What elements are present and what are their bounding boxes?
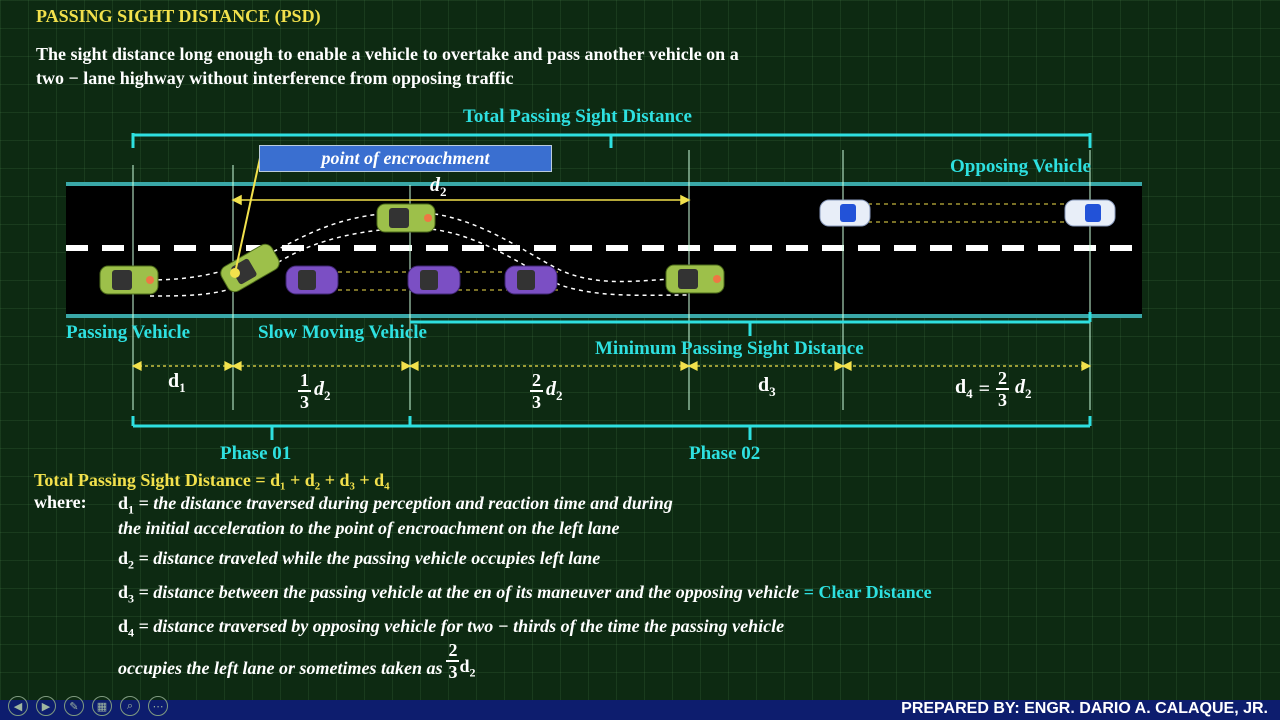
prev-slide-icon[interactable]: ◀ xyxy=(8,696,28,716)
d1-label: d1 xyxy=(168,370,186,395)
pen-icon[interactable]: ✎ xyxy=(64,696,84,716)
slow-vehicle-1 xyxy=(285,265,339,295)
encroachment-label: point of encroachment xyxy=(259,145,552,172)
d4-definition-cont: occupies the left lane or sometimes take… xyxy=(118,640,476,682)
minimum-psd-label: Minimum Passing Sight Distance xyxy=(595,338,864,359)
slide-nav: ◀ ▶ ✎ ▦ ⌕ ⋯ xyxy=(8,696,168,716)
slow-vehicle-2 xyxy=(407,265,461,295)
next-slide-icon[interactable]: ▶ xyxy=(36,696,56,716)
opposing-vehicle-label: Opposing Vehicle xyxy=(950,156,1091,177)
d1-definition-cont: the initial acceleration to the point of… xyxy=(118,518,620,538)
more-icon[interactable]: ⋯ xyxy=(148,696,168,716)
passing-vehicle-4 xyxy=(665,264,725,294)
total-psd-label: Total Passing Sight Distance xyxy=(463,106,692,127)
d3-label: d3 xyxy=(758,374,776,399)
opposing-vehicle-1 xyxy=(819,199,871,227)
passing-vehicle-3 xyxy=(376,203,436,233)
d1-definition: d1 = the distance traversed during perce… xyxy=(118,493,673,517)
d2-top-label: d2 xyxy=(430,174,447,199)
total-bracket xyxy=(131,133,1092,148)
phase-bracket xyxy=(131,416,1092,440)
dimension-arrows xyxy=(131,361,1092,371)
footer-credit: PREPARED BY: ENGR. DARIO A. CALAQUE, JR. xyxy=(901,700,1268,717)
page-title: PASSING SIGHT DISTANCE (PSD) xyxy=(36,6,321,26)
definition-text: The sight distance long enough to enable… xyxy=(36,44,739,88)
passing-vehicle-1 xyxy=(99,265,159,295)
phase-02-label: Phase 02 xyxy=(689,443,761,464)
clear-distance-label: Clear Distance xyxy=(818,582,932,602)
d4-definition: d4 = distance traversed by opposing vehi… xyxy=(118,616,785,640)
d3-definition: d3 = distance between the passing vehicl… xyxy=(118,582,932,606)
slides-icon[interactable]: ▦ xyxy=(92,696,112,716)
minimum-bracket xyxy=(410,312,1092,336)
d2-arrow xyxy=(231,194,691,206)
footer-bar xyxy=(0,700,1280,720)
road xyxy=(66,182,1142,318)
slow-vehicle-label: Slow Moving Vehicle xyxy=(258,322,427,343)
zoom-icon[interactable]: ⌕ xyxy=(120,696,140,716)
opposing-vehicle-2 xyxy=(1064,199,1116,227)
where-label: where: xyxy=(34,492,87,512)
total-psd-formula: Total Passing Sight Distance = d₁ + d₂ +… xyxy=(34,470,390,490)
psd-diagram xyxy=(66,133,1142,440)
passing-vehicle-2 xyxy=(220,243,280,293)
slow-vehicle-3 xyxy=(504,265,558,295)
d2-definition: d2 = distance traveled while the passing… xyxy=(118,548,601,572)
phase-01-label: Phase 01 xyxy=(220,443,292,464)
passing-vehicle-label: Passing Vehicle xyxy=(66,322,191,343)
